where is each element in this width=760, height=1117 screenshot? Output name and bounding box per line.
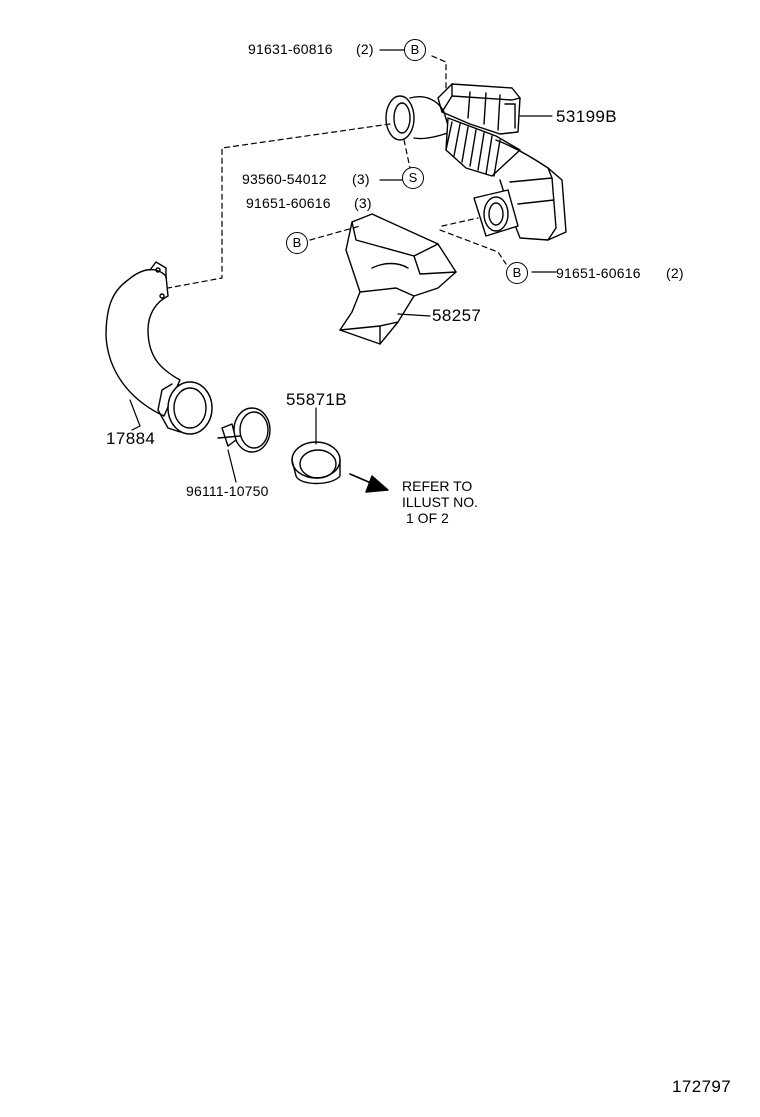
reference-note-line: REFER TO — [402, 478, 473, 494]
callout-part-number: 58257 — [432, 306, 482, 325]
callout-quantity: (3) — [352, 171, 370, 187]
illustration-number: 172797 — [672, 1077, 732, 1096]
callout-part-number: 17884 — [106, 429, 156, 448]
hose-ring-55871b — [291, 441, 341, 485]
reference-arrow — [349, 473, 389, 493]
leader-lines — [129, 49, 557, 483]
reference-note: REFER TO ILLUST NO. 1 OF 2 — [402, 478, 478, 526]
hose-clamp-96111 — [217, 407, 271, 453]
resonator-duct-53199b — [385, 83, 567, 241]
screw-symbol-s: S — [402, 167, 424, 189]
callout-part-number: 93560-54012 — [242, 171, 327, 187]
callout-part-number: 96111-10750 — [186, 483, 269, 499]
bolt-symbol-b: B — [506, 262, 528, 284]
callout-part-number: 91631-60816 — [248, 41, 333, 57]
bolt-symbol-b: B — [404, 39, 426, 61]
intake-hose-17884 — [105, 261, 213, 435]
callout-part-number: 91651-60616 — [246, 195, 331, 211]
bolt-symbol-b: B — [286, 232, 308, 254]
callout-quantity: (3) — [354, 195, 372, 211]
callout-quantity: (2) — [356, 41, 374, 57]
reference-note-line: 1 OF 2 — [406, 510, 449, 526]
callout-part-number: 53199B — [556, 107, 618, 126]
callout-part-number: 91651-60616 — [556, 265, 641, 281]
dashed-assembly-lines — [167, 55, 507, 289]
reference-note-line: ILLUST NO. — [402, 494, 478, 510]
callout-part-number: 55871B — [286, 390, 348, 409]
air-duct-58257 — [339, 213, 457, 345]
callout-quantity: (2) — [666, 265, 684, 281]
